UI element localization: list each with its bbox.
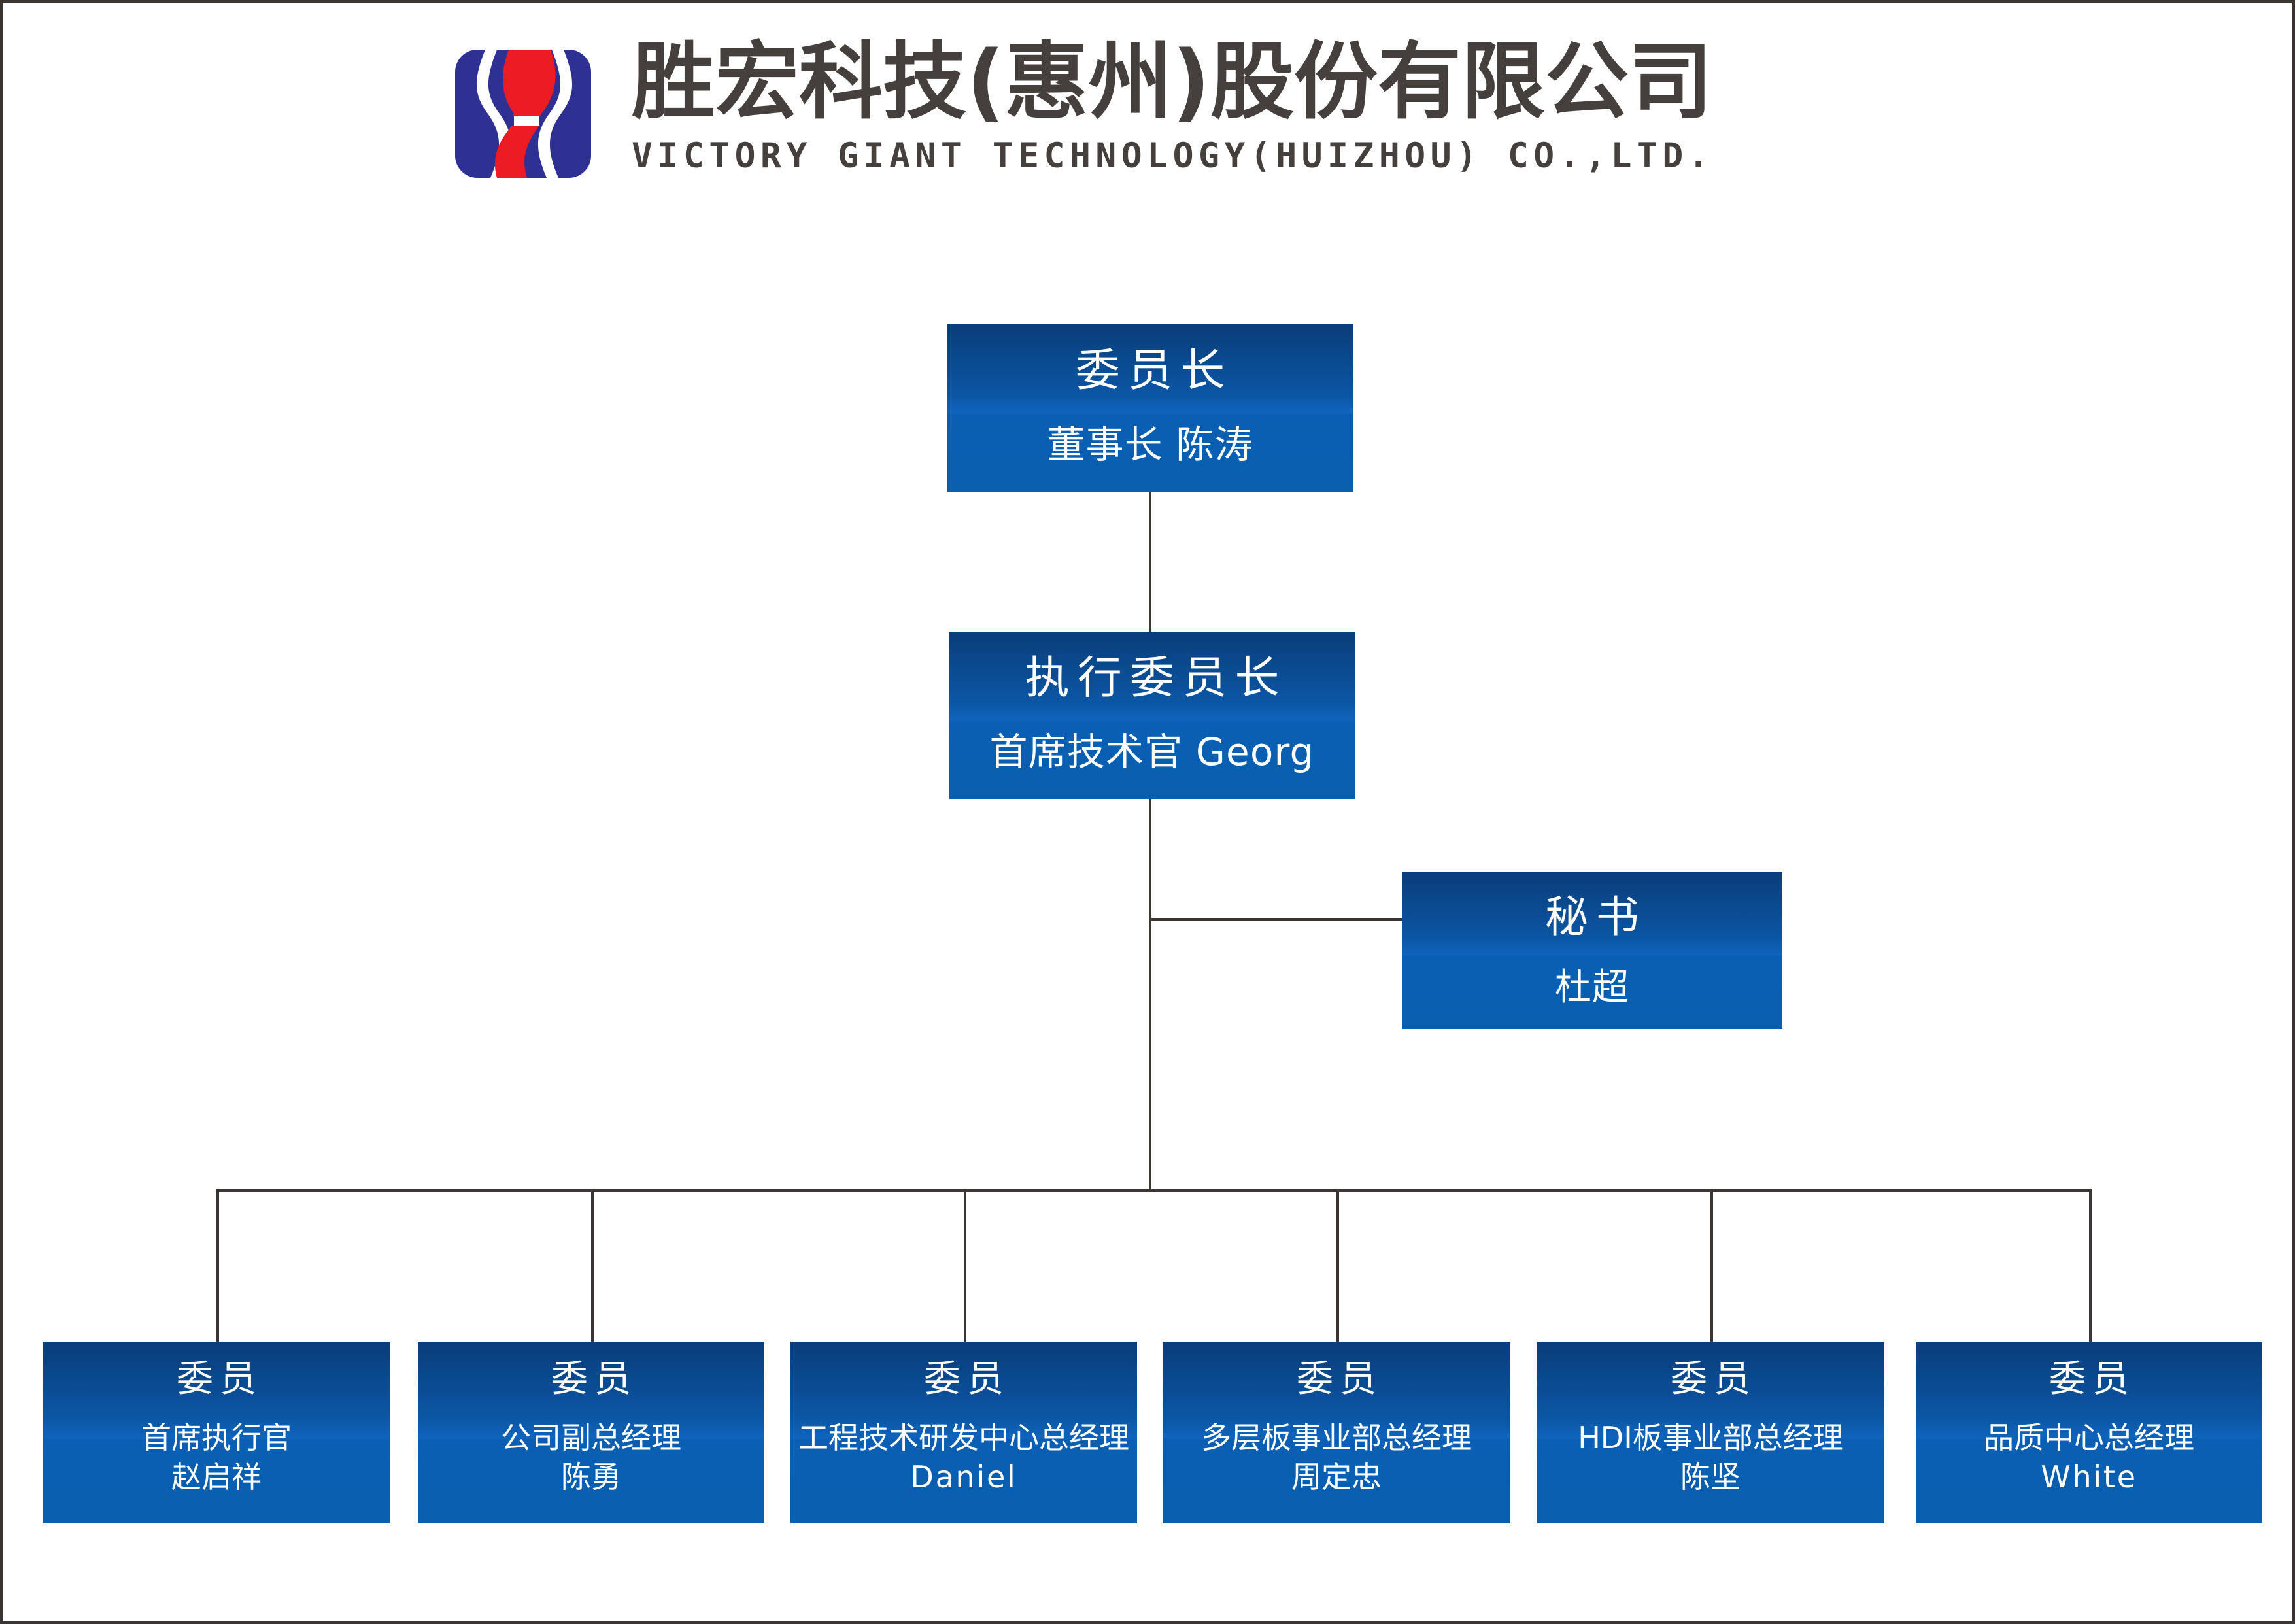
chairman-subtitle: 董事长 陈涛: [1047, 422, 1253, 467]
org-node-member-4[interactable]: 委员 多层板事业部总经理 周定忠: [1163, 1342, 1510, 1523]
secretary-subtitle: 杜超: [1554, 966, 1630, 1009]
member-1-role: 首席执行官: [141, 1420, 292, 1455]
connector-drop-member-2: [591, 1189, 594, 1342]
executive-subtitle: 首席技术官 Georg: [989, 730, 1315, 774]
member-4-role: 多层板事业部总经理: [1201, 1420, 1472, 1455]
member-6-title: 委员: [2048, 1358, 2136, 1400]
org-node-member-3[interactable]: 委员 工程技术研发中心总经理 Daniel: [790, 1342, 1137, 1523]
secretary-title: 秘书: [1545, 892, 1647, 942]
member-5-name: 陈坚: [1680, 1459, 1741, 1495]
member-4-name: 周定忠: [1291, 1459, 1382, 1495]
org-node-executive[interactable]: 执行委员长 首席技术官 Georg: [949, 632, 1355, 799]
member-4-title: 委员: [1296, 1358, 1384, 1400]
connector-drop-member-1: [216, 1189, 219, 1342]
member-5-title: 委员: [1670, 1358, 1758, 1400]
member-1-title: 委员: [176, 1358, 264, 1400]
member-6-name: White: [2041, 1459, 2137, 1495]
connector-drop-member-3: [964, 1189, 966, 1342]
member-3-name: Daniel: [910, 1459, 1017, 1495]
member-1-name: 赵启祥: [171, 1459, 262, 1495]
org-node-chairman[interactable]: 委员长 董事长 陈涛: [947, 324, 1353, 492]
member-5-role: HDI板事业部总经理: [1578, 1420, 1843, 1455]
org-node-secretary[interactable]: 秘书 杜超: [1402, 872, 1782, 1029]
org-node-member-6[interactable]: 委员 品质中心总经理 White: [1916, 1342, 2262, 1523]
org-node-member-5[interactable]: 委员 HDI板事业部总经理 陈坚: [1537, 1342, 1884, 1523]
connector-drop-member-5: [1710, 1189, 1713, 1342]
company-name-english: VICTORY GIANT TECHNOLOGY(HUIZHOU) CO.,LT…: [632, 136, 1714, 176]
org-node-member-1[interactable]: 委员 首席执行官 赵启祥: [43, 1342, 390, 1523]
executive-title: 执行委员长: [1025, 652, 1287, 704]
member-3-role: 工程技术研发中心总经理: [798, 1420, 1129, 1455]
connector-chairman-to-executive: [1149, 492, 1151, 632]
member-2-name: 陈勇: [561, 1459, 621, 1495]
org-node-member-2[interactable]: 委员 公司副总经理 陈勇: [418, 1342, 764, 1523]
member-2-role: 公司副总经理: [501, 1420, 681, 1455]
member-3-title: 委员: [923, 1358, 1011, 1400]
member-2-title: 委员: [551, 1358, 638, 1400]
connector-executive-trunk: [1149, 799, 1151, 1192]
connector-drop-member-6: [2089, 1189, 2092, 1342]
member-6-role: 品质中心总经理: [1984, 1420, 2194, 1455]
connector-drop-member-4: [1336, 1189, 1339, 1342]
connector-member-bus: [216, 1189, 2092, 1192]
victory-giant-logo-icon: [455, 50, 591, 178]
connector-executive-to-secretary: [1149, 918, 1403, 921]
chairman-title: 委员长: [1075, 345, 1233, 397]
company-name-block: 胜宏科技(惠州)股份有限公司 VICTORY GIANT TECHNOLOGY(…: [632, 33, 1714, 176]
company-header: 胜宏科技(惠州)股份有限公司 VICTORY GIANT TECHNOLOGY(…: [454, 41, 1714, 179]
company-name-chinese: 胜宏科技(惠州)股份有限公司: [632, 33, 1713, 131]
